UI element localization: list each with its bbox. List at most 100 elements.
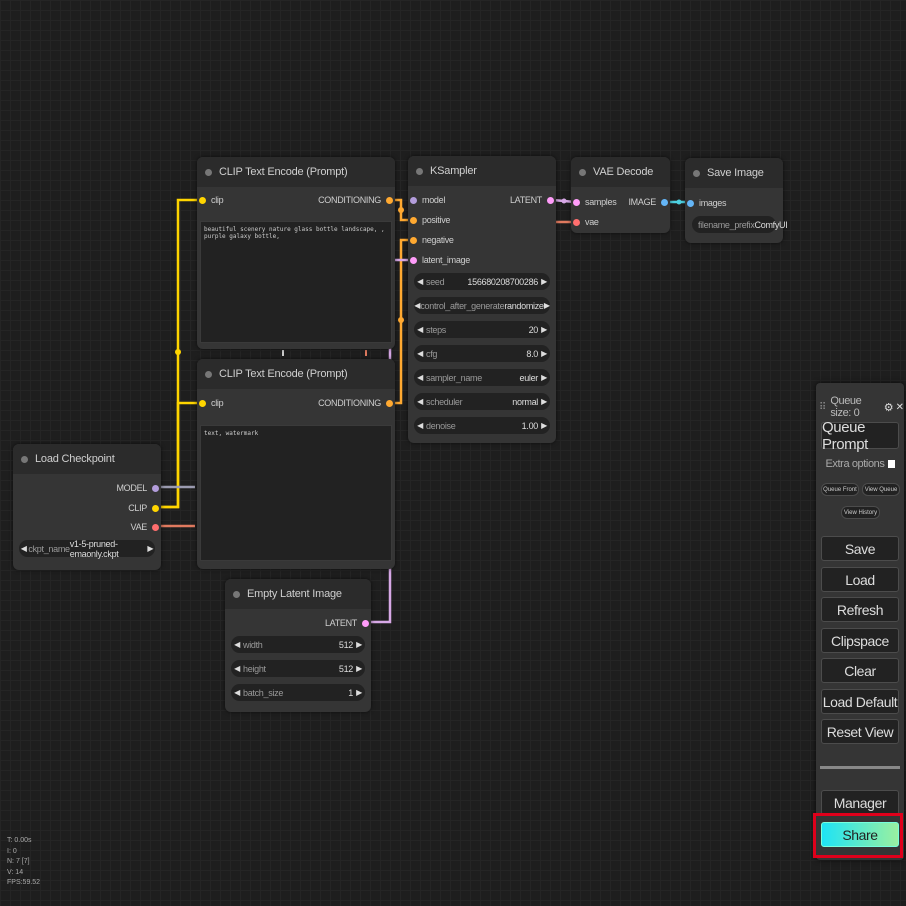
image-output-slot[interactable]: IMAGE	[628, 195, 668, 209]
load-default-button[interactable]: Load Default	[821, 689, 899, 714]
increment-arrow-icon[interactable]: ▶	[541, 421, 547, 430]
reset-view-button[interactable]: Reset View	[821, 719, 899, 744]
slot-dot-icon	[410, 196, 417, 204]
extra-options-row[interactable]: Extra options	[816, 458, 904, 470]
collapse-dot-icon[interactable]	[579, 168, 586, 176]
decrement-arrow-icon[interactable]: ◀	[417, 325, 423, 334]
collapse-dot-icon[interactable]	[21, 455, 28, 463]
model-output-slot[interactable]: MODEL	[116, 481, 159, 495]
clip-output-slot[interactable]: CLIP	[128, 501, 159, 515]
vae-input-slot[interactable]: vae	[573, 215, 599, 229]
extra-options-label: Extra options	[825, 458, 885, 470]
close-icon[interactable]: ✕	[895, 401, 904, 413]
manager-button[interactable]: Manager	[821, 790, 899, 815]
node-title: CLIP Text Encode (Prompt)	[219, 166, 348, 178]
view-queue-button[interactable]: View Queue	[862, 483, 900, 496]
share-button[interactable]: Share	[821, 822, 899, 847]
collapse-dot-icon[interactable]	[693, 169, 700, 177]
view-history-button[interactable]: View History	[841, 506, 880, 519]
negative-input-slot[interactable]: negative	[410, 233, 454, 247]
increment-arrow-icon[interactable]: ▶	[543, 301, 550, 310]
load-button[interactable]: Load	[821, 567, 899, 592]
conditioning-output-slot[interactable]: CONDITIONING	[318, 396, 393, 410]
increment-arrow-icon[interactable]: ▶	[356, 688, 362, 697]
clip-input-slot[interactable]: clip	[199, 193, 224, 207]
conditioning-output-slot[interactable]: CONDITIONING	[318, 193, 393, 207]
slot-dot-icon	[362, 619, 369, 627]
decrement-arrow-icon[interactable]: ◀	[414, 301, 421, 310]
latent-output-slot[interactable]: LATENT	[510, 193, 554, 207]
slot-dot-icon	[199, 196, 206, 204]
settings-gear-icon[interactable]: ⚙	[883, 401, 894, 414]
render-stats: T: 0.00s I: 0 N: 7 [7] V: 14 FPS:59.52	[7, 836, 40, 889]
vae-decode-node[interactable]: VAE Decode samples vae IMAGE	[571, 157, 670, 233]
model-input-slot[interactable]: model	[410, 193, 445, 207]
samples-input-slot[interactable]: samples	[573, 195, 617, 209]
increment-arrow-icon[interactable]: ▶	[541, 397, 547, 406]
clear-button[interactable]: Clear	[821, 658, 899, 683]
decrement-arrow-icon[interactable]: ◀	[417, 421, 423, 430]
save-button[interactable]: Save	[821, 536, 899, 561]
queue-front-button[interactable]: Queue Front	[821, 483, 859, 496]
clip-link-bottom	[158, 401, 202, 509]
vae-output-slot[interactable]: VAE	[131, 520, 159, 534]
stat-iterations: I: 0	[7, 847, 17, 855]
prompt-textarea[interactable]: beautiful scenery nature glass bottle la…	[200, 221, 392, 343]
increment-arrow-icon[interactable]: ▶	[541, 349, 547, 358]
node-title: KSampler	[430, 165, 477, 177]
decrement-arrow-icon[interactable]: ◀	[234, 664, 240, 673]
images-input-slot[interactable]: images	[687, 196, 727, 210]
decrement-arrow-icon[interactable]: ◀	[417, 397, 423, 406]
collapse-dot-icon[interactable]	[416, 167, 423, 175]
queue-prompt-button[interactable]: Queue Prompt	[821, 419, 899, 453]
drag-handle-icon[interactable]: ⠿	[819, 401, 827, 413]
clip-input-slot[interactable]: clip	[199, 396, 224, 410]
clip-text-encode-positive-node[interactable]: CLIP Text Encode (Prompt) clip CONDITION…	[197, 157, 395, 349]
collapse-dot-icon[interactable]	[205, 370, 212, 378]
increment-arrow-icon[interactable]: ▶	[541, 373, 547, 382]
positive-input-slot[interactable]: positive	[410, 213, 450, 227]
slot-dot-icon	[199, 399, 206, 407]
collapse-dot-icon[interactable]	[233, 590, 240, 598]
prompt-textarea[interactable]: text, watermark	[200, 425, 392, 561]
load-checkpoint-node[interactable]: Load Checkpoint MODEL CLIP VAE ◀ckpt_nam…	[13, 444, 161, 570]
slot-dot-icon	[410, 236, 417, 244]
increment-arrow-icon[interactable]: ▶	[147, 544, 154, 553]
increment-arrow-icon[interactable]: ▶	[541, 325, 547, 334]
slot-dot-icon	[152, 523, 159, 531]
stat-vertices: V: 14	[7, 868, 24, 876]
decrement-arrow-icon[interactable]: ◀	[234, 640, 240, 649]
decrement-arrow-icon[interactable]: ◀	[417, 349, 423, 358]
latent-output-slot[interactable]: LATENT	[325, 616, 369, 630]
extra-options-checkbox[interactable]	[887, 460, 895, 468]
decrement-arrow-icon[interactable]: ◀	[417, 373, 423, 382]
increment-arrow-icon[interactable]: ▶	[356, 664, 362, 673]
increment-arrow-icon[interactable]: ▶	[356, 640, 362, 649]
clip-text-encode-negative-node[interactable]: CLIP Text Encode (Prompt) clip CONDITION…	[197, 359, 395, 569]
decrement-arrow-icon[interactable]: ◀	[417, 277, 423, 286]
collapse-dot-icon[interactable]	[205, 168, 212, 176]
clipspace-button[interactable]: Clipspace	[821, 628, 899, 653]
refresh-button[interactable]: Refresh	[821, 597, 899, 622]
slot-dot-icon	[573, 218, 580, 226]
decrement-arrow-icon[interactable]: ◀	[234, 688, 240, 697]
decrement-arrow-icon[interactable]: ◀	[20, 544, 27, 553]
ksampler-node[interactable]: KSampler model positive negative latent_…	[408, 156, 556, 443]
latent-image-input-slot[interactable]: latent_image	[410, 253, 470, 267]
increment-arrow-icon[interactable]: ▶	[541, 277, 547, 286]
stat-fps: FPS:59.52	[7, 879, 41, 886]
